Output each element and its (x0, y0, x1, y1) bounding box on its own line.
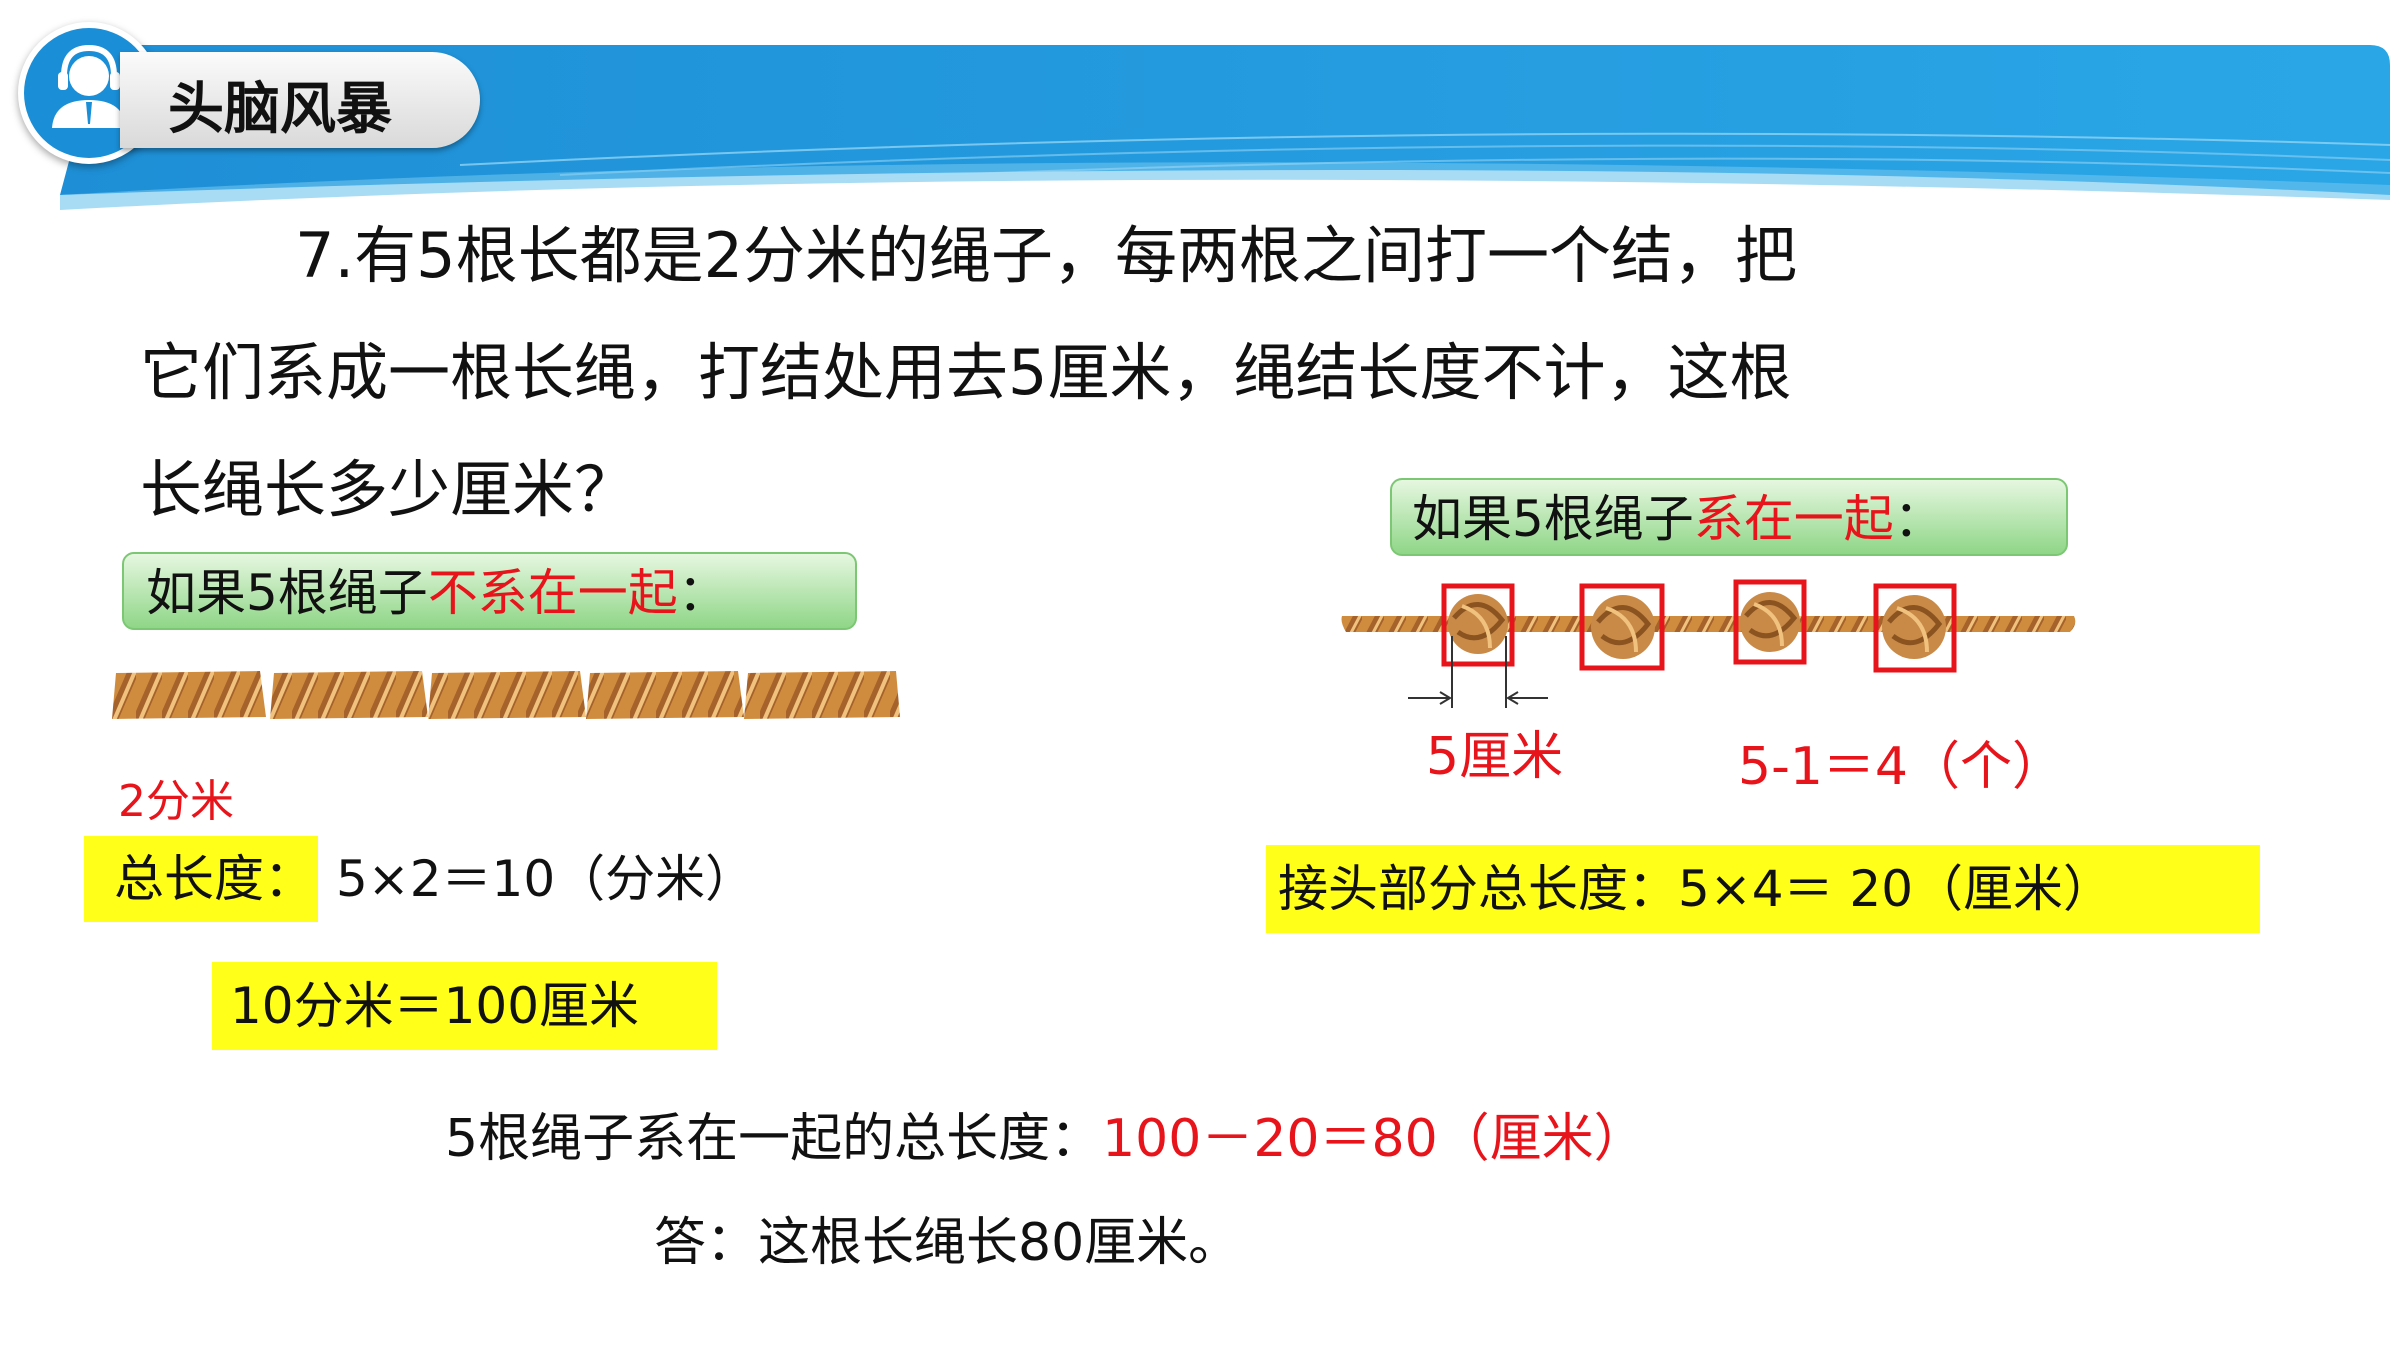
knot-box-2 (1579, 583, 1665, 671)
knot-box-1 (1441, 583, 1515, 667)
answer-text: 答：这根长绳长80厘米。 (654, 1213, 1241, 1273)
header-title-pill (120, 52, 480, 148)
right-case-label-box: 如果5根绳子系在一起： (1390, 478, 2068, 556)
header-title: 头脑风暴 (168, 77, 392, 142)
knot-box-4 (1873, 583, 1957, 673)
left-case-label: 如果5根绳子不系在一起： (146, 564, 728, 622)
knot-count-expression: 5-1＝4（个） (1738, 737, 2065, 797)
joint-total-length: 接头部分总长度：5×4＝ 20（厘米） (1266, 845, 2260, 933)
user-icon (18, 22, 160, 164)
problem-line-2: 它们系成一根长绳，打结处用去5厘米，绳结长度不计，这根 (140, 336, 1792, 409)
problem-line-1: 7.有5根长都是2分米的绳子，每两根之间打一个结，把 (295, 219, 1798, 292)
total-length-label: 总长度： (84, 836, 318, 922)
header-banner (60, 45, 2390, 210)
separate-ropes (112, 671, 900, 719)
rope-segment-3 (428, 671, 586, 719)
knot-4 (1873, 583, 1957, 673)
left-total-length: 总长度： 5×2＝10（分米） (84, 836, 755, 922)
knot-3 (1733, 579, 1807, 665)
left-case-label-box: 如果5根绳子不系在一起： (122, 552, 857, 630)
tied-rope-diagram (1341, 579, 2076, 708)
knot-length-label: 5厘米 (1426, 727, 1564, 787)
knot-1 (1441, 583, 1515, 667)
rope-segment-5 (744, 671, 900, 719)
right-case-label: 如果5根绳子系在一起： (1412, 490, 1944, 548)
rope-segment-1 (112, 671, 266, 719)
rope-segment-4 (586, 671, 744, 719)
unit-conversion: 10分米＝100厘米 (212, 962, 717, 1050)
knot-width-arrows (1408, 636, 1548, 708)
segment-length-label: 2分米 (118, 776, 234, 827)
problem-line-3: 长绳长多少厘米？ (140, 453, 637, 526)
knot-2 (1579, 583, 1665, 671)
total-length-expression: 5×2＝10（分米） (336, 850, 756, 908)
knot-box-3 (1733, 579, 1807, 665)
tied-total-length: 5根绳子系在一起的总长度：100－20＝80（厘米） (445, 1109, 1646, 1169)
rope-segment-2 (270, 671, 428, 719)
